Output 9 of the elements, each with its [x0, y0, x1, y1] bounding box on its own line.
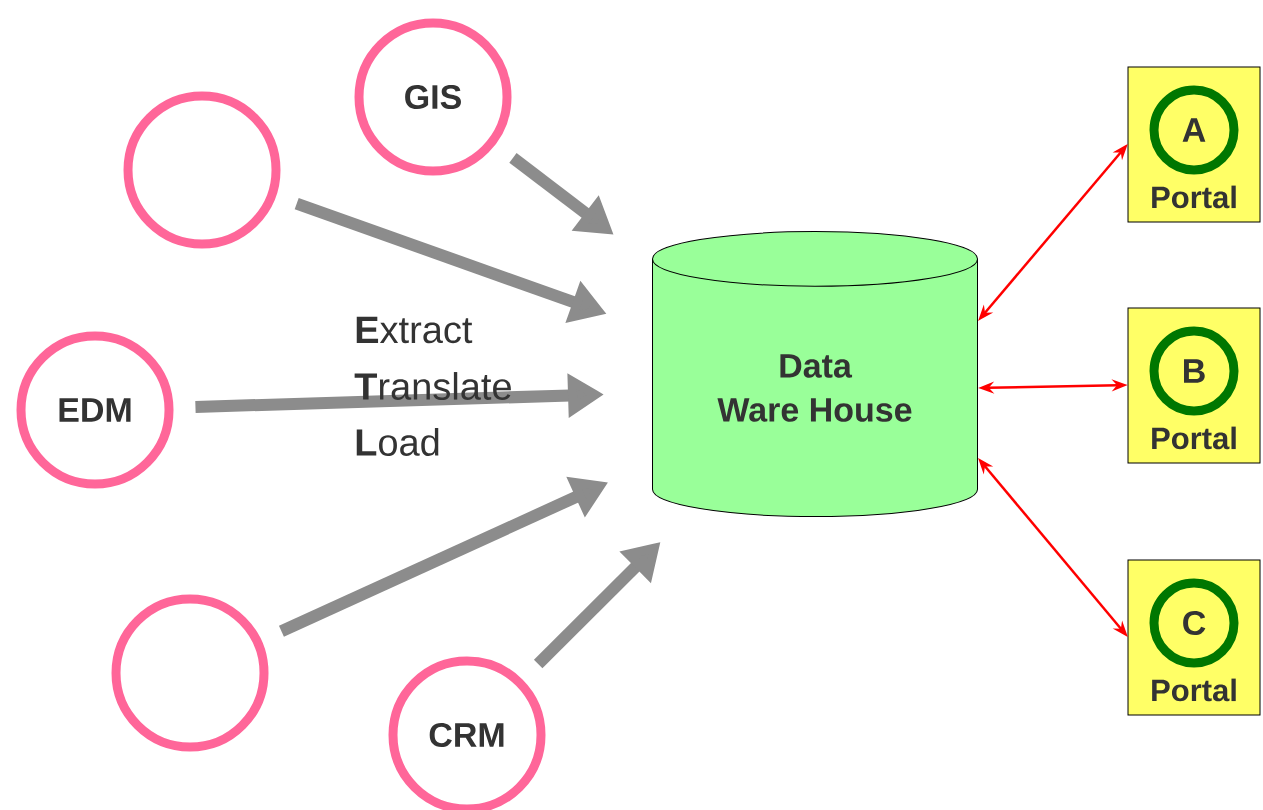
letter-ring: A: [1149, 85, 1239, 175]
database-cylinder: Data Ware House: [652, 231, 978, 518]
letter-ring: C: [1149, 578, 1239, 668]
letter-ring: B: [1149, 326, 1239, 416]
source-circle: [111, 594, 269, 752]
source-circle: [123, 91, 281, 249]
process-label: Extract: [356, 316, 473, 344]
process-label: Load: [356, 428, 439, 456]
process-label: Translate: [354, 372, 511, 400]
